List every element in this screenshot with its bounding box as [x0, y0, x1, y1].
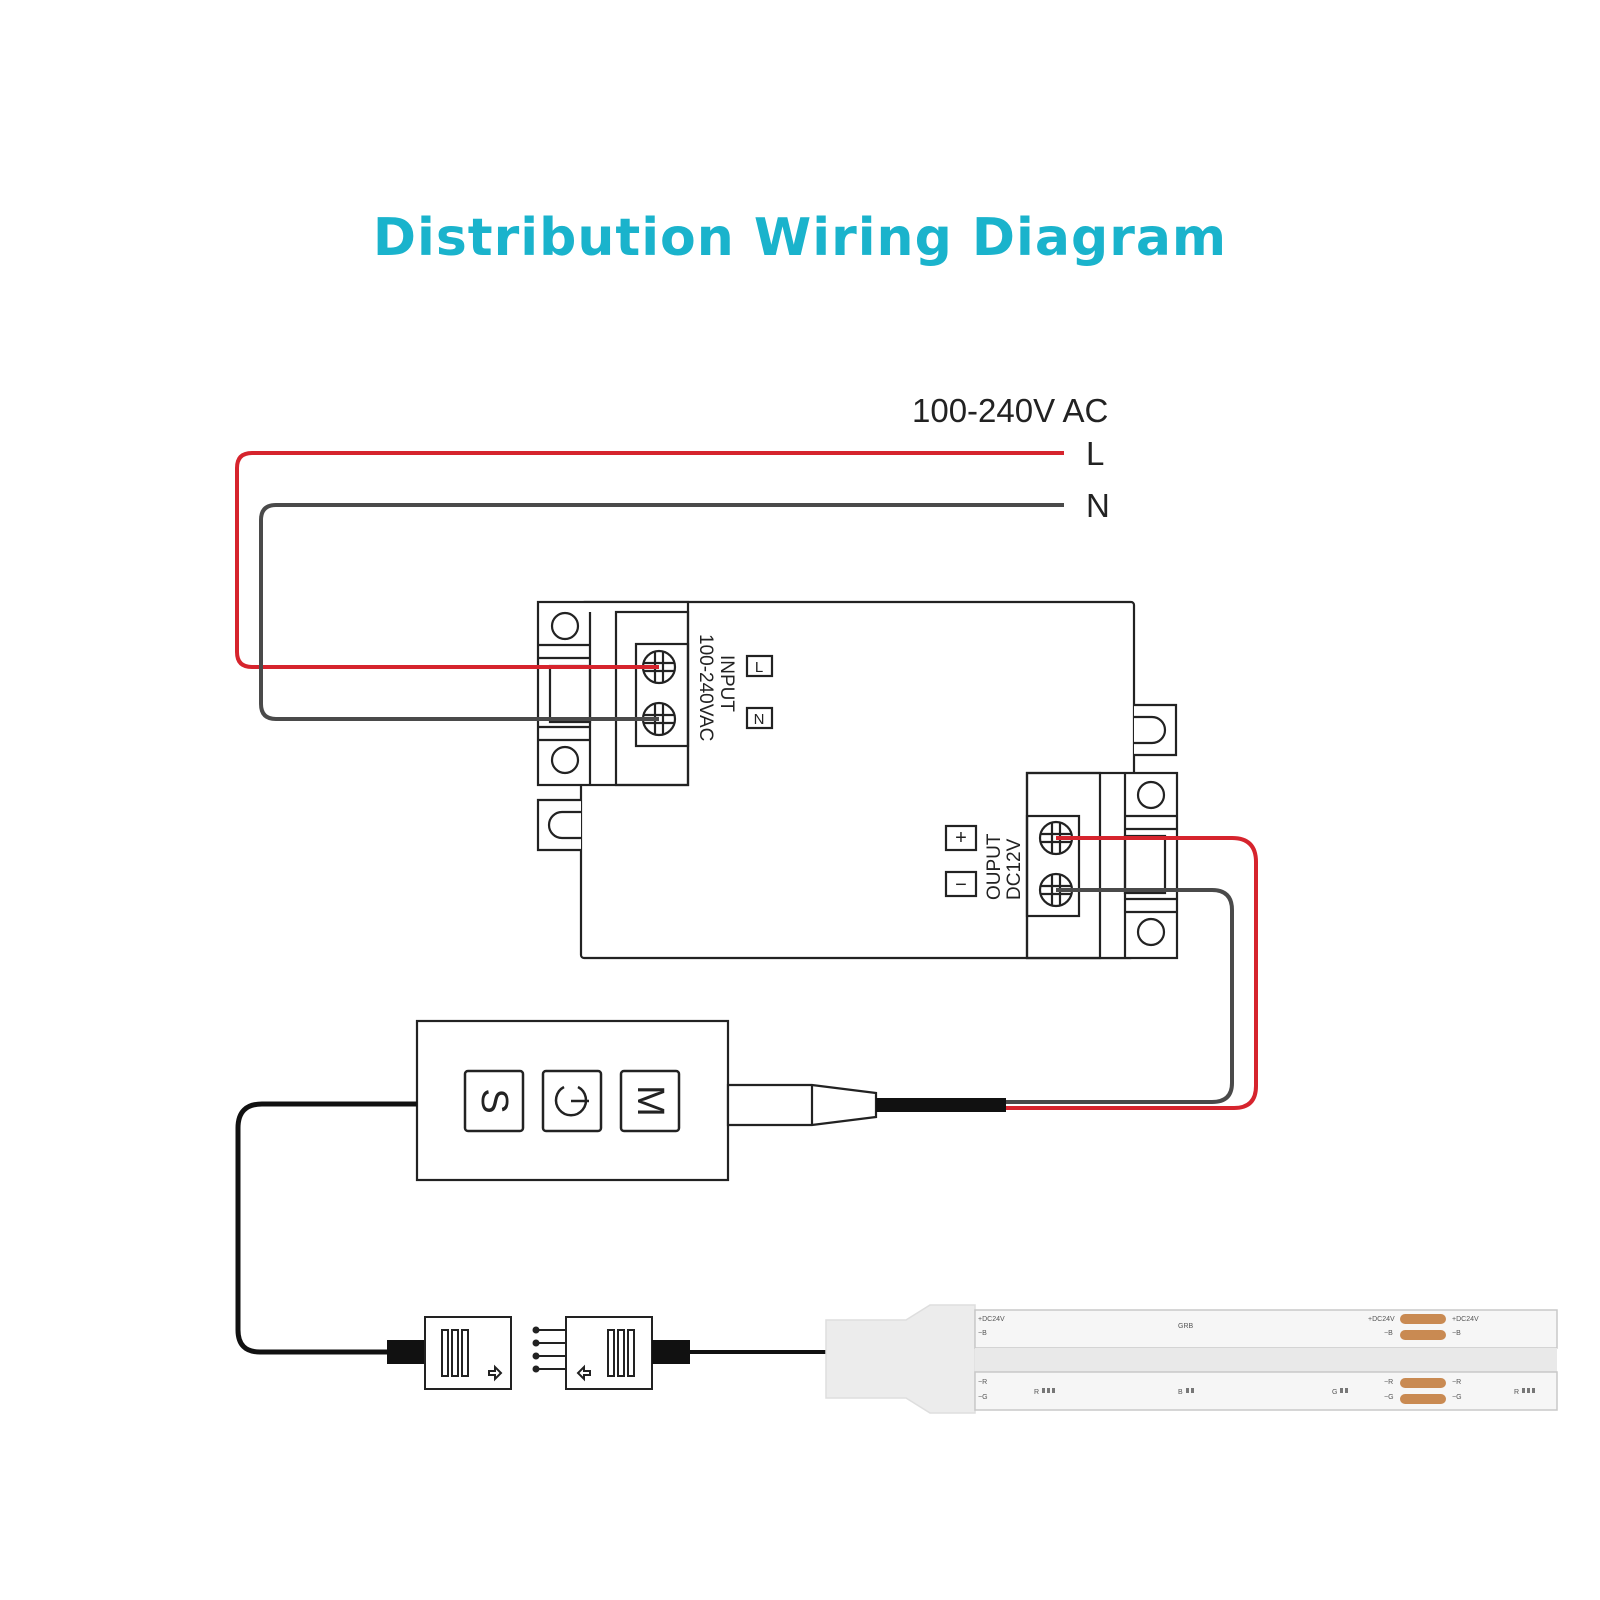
input-terminal-block: [536, 600, 690, 787]
strip-label: R: [1514, 1389, 1519, 1396]
controller-cable-sheath: [876, 1098, 1006, 1112]
strip-label: −R: [1384, 1379, 1393, 1386]
strip-label: −B: [1384, 1330, 1393, 1337]
strip-label: +DC24V: [978, 1316, 1005, 1323]
strip-label: B: [1178, 1389, 1183, 1396]
strip-label: −G: [1384, 1394, 1394, 1401]
strip-label: GRB: [1178, 1323, 1194, 1330]
output-voltage: DC12V: [1004, 838, 1025, 900]
button-m[interactable]: M: [619, 1069, 681, 1133]
strip-label: R: [1034, 1389, 1039, 1396]
output-minus-mark: −: [955, 874, 967, 896]
ac-live-label: L: [1086, 435, 1104, 472]
led-strip: [825, 1304, 1558, 1414]
input-voltage: 100-240VAC: [695, 634, 716, 741]
power-supply: [536, 600, 1179, 960]
strip-label: +DC24V: [1368, 1316, 1395, 1323]
strip-label: −B: [1452, 1330, 1461, 1337]
male-connector: [532, 1316, 690, 1390]
controller-output-cable: [235, 1101, 417, 1355]
strip-label: G: [1332, 1389, 1337, 1396]
page-title: Distribution Wiring Diagram: [372, 208, 1228, 268]
copper-pad: [1400, 1314, 1446, 1324]
button-m-label: M: [629, 1085, 671, 1117]
input-live-mark: L: [755, 659, 763, 676]
power-button[interactable]: [541, 1069, 603, 1133]
strip-label: −G: [1452, 1394, 1462, 1401]
strip-end-cap: [825, 1304, 976, 1414]
output-plus-mark: +: [955, 827, 967, 849]
copper-pad: [1400, 1394, 1446, 1404]
ac-voltage-label: 100-240V AC: [912, 392, 1108, 429]
button-s[interactable]: S: [463, 1069, 525, 1133]
strip-label: −R: [1452, 1379, 1461, 1386]
dc-minus-wire: [1005, 888, 1234, 1104]
strip-label: −B: [978, 1330, 987, 1337]
arrow-left-icon: [576, 1364, 591, 1382]
neutral-wire-ac: [259, 503, 1064, 721]
mount-tab-right: [1134, 703, 1178, 757]
mount-tab-left: [536, 798, 581, 852]
copper-pad: [1400, 1378, 1446, 1388]
output-terminal-block: [1025, 771, 1179, 960]
input-neutral-mark: N: [754, 711, 765, 728]
female-connector: [387, 1316, 512, 1390]
strip-top-band: [974, 1309, 1558, 1349]
ac-neutral-label: N: [1086, 487, 1110, 524]
copper-pad: [1400, 1330, 1446, 1340]
strip-middle-band: [975, 1348, 1557, 1372]
output-label: OUPUT: [984, 833, 1005, 900]
strip-bottom-band: [974, 1371, 1558, 1411]
live-wire-ac: [235, 451, 1064, 669]
power-icon: [554, 1085, 589, 1117]
arrow-right-icon: [488, 1364, 503, 1382]
controller-connector: [726, 1083, 878, 1127]
strip-label: +DC24V: [1452, 1316, 1479, 1323]
button-s-label: S: [473, 1088, 515, 1113]
strip-label: −G: [978, 1394, 988, 1401]
output-screw-minus: [1038, 872, 1074, 908]
input-label: INPUT: [716, 655, 737, 712]
dc-plus-wire: [1005, 836, 1258, 1110]
strip-label: −R: [978, 1379, 987, 1386]
